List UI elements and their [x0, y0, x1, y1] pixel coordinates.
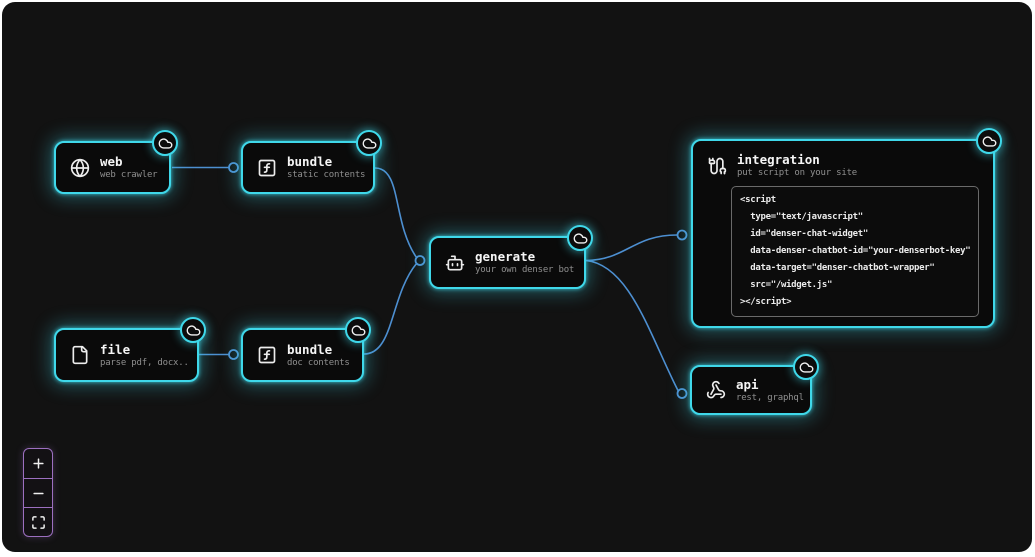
edge-generate-api[interactable] [585, 259, 679, 391]
cloud-status-badge[interactable] [152, 130, 178, 156]
node-title: bundle [287, 341, 333, 357]
node-subtitle: put script on your site [737, 168, 858, 178]
edge-endpoint [676, 388, 688, 399]
node-api[interactable]: api rest, graphql [690, 354, 819, 415]
edge-endpoint [228, 162, 239, 173]
node-subtitle: doc contents [287, 357, 350, 368]
webhook-icon [706, 380, 726, 400]
cloud-status-badge[interactable] [976, 128, 1002, 154]
code-line: data-denser-chatbot-id="your-denserbot-k… [740, 246, 971, 256]
cloud-icon [799, 362, 813, 373]
zoom-in-button[interactable] [24, 449, 52, 478]
node-subtitle: web crawler [100, 170, 158, 180]
node-subtitle: parse pdf, docx.. [100, 357, 189, 368]
function-square-icon [257, 345, 277, 365]
node-integration[interactable]: integration put script on your site <scr… [691, 128, 1002, 328]
maximize-icon [31, 515, 45, 529]
zoom-out-button[interactable] [24, 478, 52, 507]
canvas-controls [23, 448, 53, 537]
node-subtitle: rest, graphql [736, 392, 804, 403]
node-subtitle: your own denser bot [475, 265, 575, 275]
fit-view-button[interactable] [24, 507, 52, 536]
cloud-status-badge[interactable] [356, 130, 382, 156]
node-web[interactable]: web web crawler [54, 130, 178, 194]
node-generate[interactable]: generate your own denser bot [429, 225, 593, 289]
cloud-icon [158, 138, 172, 149]
node-title: integration [737, 152, 820, 167]
edge-endpoint [228, 349, 239, 360]
node-subtitle: static contents [287, 170, 366, 180]
cloud-icon [573, 233, 587, 244]
node-title: generate [475, 249, 536, 264]
cloud-icon [982, 136, 996, 147]
edge-generate-integration[interactable] [585, 234, 678, 262]
globe-icon [70, 158, 90, 178]
minus-icon [32, 492, 44, 494]
edge-endpoint [414, 255, 426, 266]
file-icon [70, 345, 90, 365]
cloud-icon [351, 325, 365, 336]
cloud-status-badge[interactable] [345, 317, 371, 343]
edge-endpoint [676, 229, 688, 241]
code-line: <script [740, 195, 776, 205]
code-line: id="denser-chat-widget" [740, 229, 868, 239]
node-title: web [100, 154, 123, 169]
code-line: src="/widget.js" [740, 280, 833, 290]
plus-icon [32, 458, 44, 469]
code-line: type="text/javascript" [740, 212, 863, 222]
cloud-icon [362, 138, 376, 149]
cloud-icon [186, 325, 200, 336]
edge-bundle-static-generate[interactable] [374, 167, 418, 258]
edge-bundle-doc-generate[interactable] [363, 262, 418, 355]
cloud-status-badge[interactable] [180, 317, 206, 343]
cloud-status-badge[interactable] [793, 354, 819, 380]
node-title: file [100, 341, 131, 357]
node-file[interactable]: file parse pdf, docx.. [54, 317, 206, 382]
node-bundle-static[interactable]: bundle static contents [241, 130, 382, 194]
node-title: bundle [287, 154, 333, 169]
code-line: data-target="denser-chatbot-wrapper" [740, 263, 935, 273]
embed-code-block: <script type="text/javascript" id="dense… [731, 186, 979, 317]
node-title: api [736, 376, 759, 392]
function-square-icon [257, 158, 277, 178]
cable-icon [707, 156, 727, 176]
cloud-status-badge[interactable] [567, 225, 593, 251]
node-bundle-doc[interactable]: bundle doc contents [241, 317, 371, 382]
integration-header: integration put script on your site [707, 152, 979, 179]
bot-icon [445, 253, 465, 273]
code-line: ></script> [740, 297, 792, 307]
